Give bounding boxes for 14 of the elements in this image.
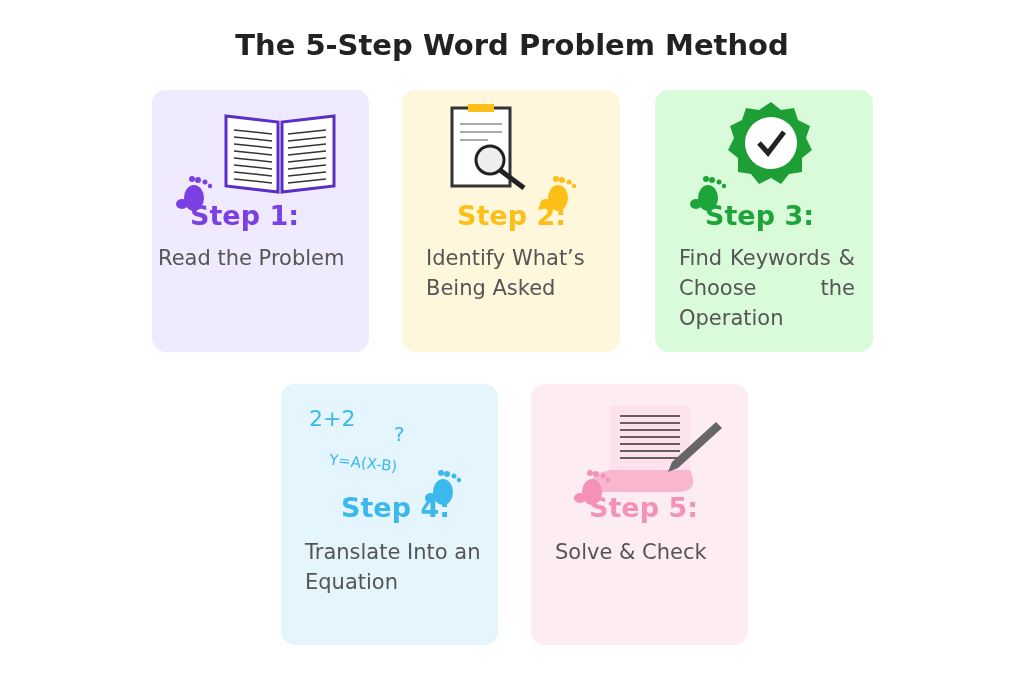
step-card [655,90,873,352]
step-description: Identify What’s Being Asked [426,245,586,302]
step-heading: Step 3: [705,200,814,231]
step-description: Solve & Check [555,539,708,566]
step-description: Translate Into an Equation [305,539,481,596]
math-expression: 2+2 [309,406,356,431]
equation: Y=A(X-B) [328,450,399,476]
step-heading: Step 1: [190,200,299,231]
question-mark: ? [394,422,405,446]
step-card [281,384,498,645]
title: The 5-Step Word Problem Method [234,28,790,62]
step-description: Find Keywords & Choose the Operation [679,245,855,332]
step-description: Read the Problem [158,245,346,272]
step-card [402,90,620,352]
